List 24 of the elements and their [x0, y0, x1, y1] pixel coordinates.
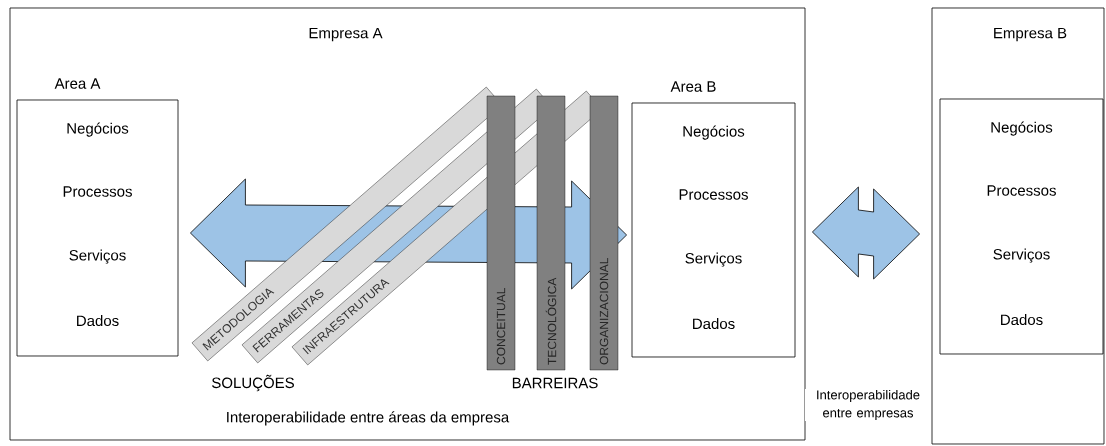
heading: Area A: [54, 78, 101, 89]
item-text: Processos: [63, 186, 132, 197]
barrier-bar: CONCEITUAL: [486, 95, 516, 371]
item-text: Negócios: [683, 125, 745, 140]
item-text: Processos: [987, 185, 1056, 196]
item-text: Negócios: [67, 122, 129, 137]
note-text: Interoperabilidade entre empresas: [805, 388, 931, 422]
double-arrow: [812, 186, 920, 280]
item-text: Serviços: [69, 249, 126, 264]
heading: Empresa A: [309, 27, 383, 42]
heading: Empresa B: [994, 27, 1067, 42]
item-text: Dados: [77, 315, 119, 327]
item-text: Processos: [679, 189, 748, 200]
frame-text: Interoperabilidade entre áreas da empresa: [227, 411, 510, 426]
item-text: Dados: [693, 318, 735, 330]
item-text: Negócios: [991, 121, 1053, 136]
heading: Area B: [670, 81, 716, 92]
item-text: Serviços: [993, 248, 1050, 263]
group-label: SOLUÇÕES: [212, 374, 294, 392]
barrier-bar: ORGANIZACIONAL: [589, 95, 619, 371]
item-text: Dados: [1001, 314, 1043, 326]
barrier-bar: TECNOLÓGICA: [536, 95, 566, 371]
group-label: BARREIRAS: [512, 377, 598, 389]
item-text: Serviços: [685, 252, 742, 267]
